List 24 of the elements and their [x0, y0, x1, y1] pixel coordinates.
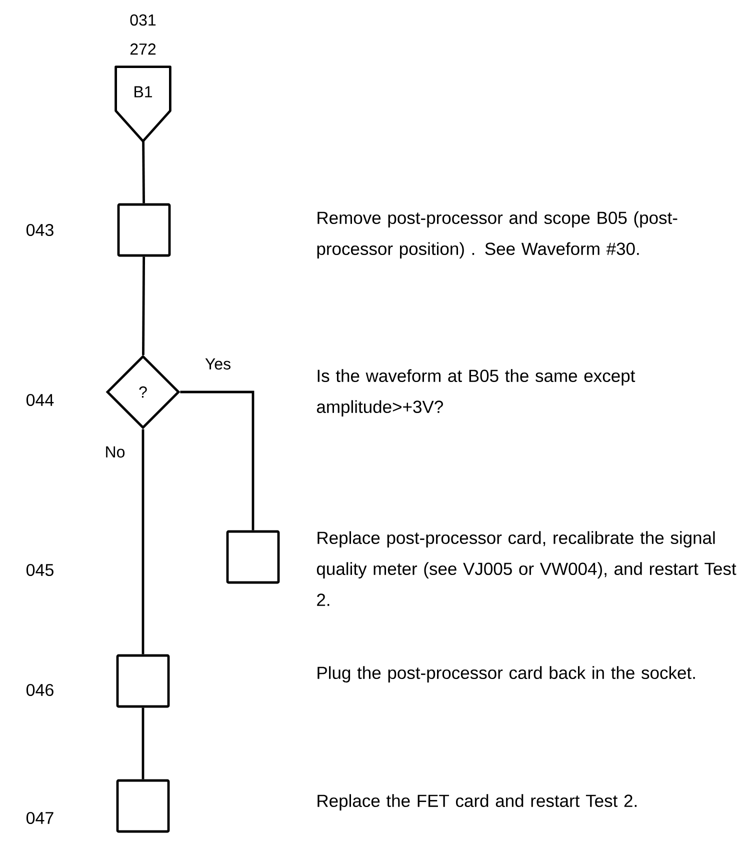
process-box — [117, 203, 171, 257]
step-number: 045 — [26, 564, 54, 576]
edge-label: No — [106, 446, 125, 458]
connector-line — [142, 256, 146, 356]
step-description: Replace post-processor card, recalibrate the signal quality meter (see VJ005 or VW004), and restart Test 2. — [316, 531, 736, 606]
step-number: 043 — [26, 224, 54, 236]
reference-number: 031 — [130, 14, 156, 26]
process-box — [116, 654, 170, 708]
connector-line — [142, 429, 144, 654]
connector-line — [180, 390, 254, 530]
edge-label: Yes — [205, 358, 230, 370]
step-description: Remove post-processor and scope B05 (post-processor position) . See Waveform #30. — [317, 211, 678, 259]
step-number: 044 — [26, 394, 54, 406]
step-description: Replace the FET card and restart Test 2. — [318, 794, 636, 810]
off-page-connector: B1 — [114, 66, 172, 142]
process-box — [116, 779, 170, 833]
step-number: 047 — [26, 812, 54, 824]
connector-line — [142, 141, 145, 204]
step-description: Is the waveform at B05 the same except amplitude>+3V? — [316, 369, 636, 417]
connector-line — [142, 708, 144, 780]
process-box — [226, 530, 280, 584]
reference-number: 272 — [130, 43, 156, 55]
step-number: 046 — [26, 684, 54, 696]
step-description: Plug the post-processor card back in the socket. — [318, 666, 695, 683]
